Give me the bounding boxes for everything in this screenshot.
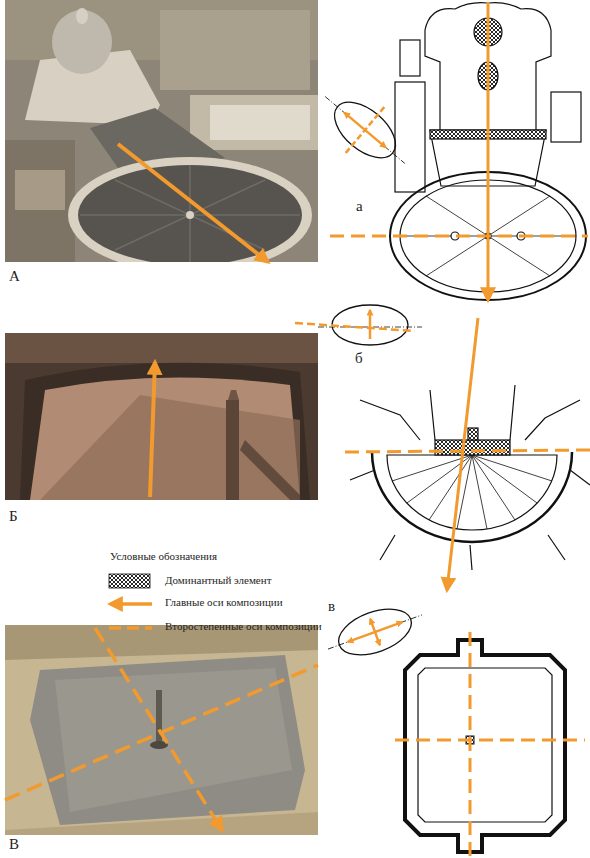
axis-ellipse-icon-part — [328, 615, 422, 649]
plan-campo-part — [372, 452, 572, 542]
photo-campo-part — [20, 363, 310, 500]
legend-title: Условные обозначения — [110, 550, 217, 563]
photo-campo-part — [226, 400, 239, 500]
photo-vendome-part — [5, 812, 318, 835]
secondary-axis-line — [345, 450, 590, 452]
photo-st-peters-part — [76, 8, 88, 24]
main-axis-arrow — [447, 318, 478, 590]
photo-campo-part — [5, 333, 318, 500]
axis-ellipse-icon-part — [369, 310, 372, 339]
photo-vendome-part — [55, 668, 292, 812]
photo-campo-part — [5, 333, 318, 363]
photo-vendome — [5, 625, 318, 835]
legend-text: Доминантный элемент — [165, 574, 271, 587]
legend-samples-part — [110, 602, 152, 606]
photo-st-peters-part — [210, 105, 310, 140]
plan-campo-part — [350, 385, 590, 570]
plan-campo-part — [435, 440, 510, 455]
photo-st-peters — [5, 0, 318, 262]
photo-st-peters-part — [80, 165, 300, 262]
plan-st-peters-part — [395, 82, 425, 192]
secondary-axis-line — [469, 632, 472, 856]
photo-campo-part — [240, 440, 305, 500]
photo-st-peters-part — [15, 170, 65, 210]
main-axis-arrow — [150, 362, 155, 497]
secondary-axis-line — [395, 739, 585, 742]
axis-ellipse-icon-part — [332, 600, 417, 664]
photo-campo-part — [228, 390, 239, 400]
plan-vendome — [405, 640, 565, 852]
axis-ellipse-icon-part — [295, 323, 415, 331]
axis-ellipse-icon-part — [346, 107, 385, 153]
secondary-axis-line — [330, 235, 588, 238]
plan-campo-part — [392, 455, 552, 529]
panel-letter: а — [356, 198, 363, 215]
plan-st-peters-part — [551, 92, 581, 142]
axis-ellipse-icon — [306, 74, 424, 187]
photo-campo-part — [40, 395, 300, 500]
plan-campo-part — [468, 428, 478, 440]
plan-st-peters-part — [400, 40, 420, 76]
main-axis-arrow — [118, 144, 268, 262]
plan-st-peters — [390, 3, 586, 300]
panel-letter: Б — [9, 508, 18, 525]
plan-vendome-part — [405, 640, 565, 852]
legend-samples — [109, 574, 152, 628]
photo-campo — [5, 333, 318, 500]
main-axis-arrow — [487, 2, 490, 300]
photo-vendome-part — [5, 625, 318, 835]
photo-campo-part — [30, 378, 300, 500]
photo-st-peters-part — [5, 140, 75, 262]
legend-text: Главные оси композиции — [165, 596, 283, 609]
axis-ellipse-icon — [295, 305, 422, 345]
axis-ellipse-icon-part — [325, 97, 405, 164]
photo-st-peters-part — [68, 157, 312, 262]
axis-ellipse-icon — [321, 596, 429, 668]
photo-st-peters-part — [160, 10, 310, 90]
photo-st-peters-part — [190, 95, 318, 150]
legend-samples-part — [109, 574, 150, 588]
panel-letter: в — [328, 598, 335, 615]
panel-letter: В — [9, 836, 19, 853]
photo-st-peters-part — [186, 211, 194, 219]
legend-samples-part — [109, 626, 152, 630]
secondary-axis-arrow — [95, 628, 222, 830]
plan-vendome-part — [418, 668, 552, 822]
axis-ellipse-icon-part — [325, 92, 406, 169]
axis-ellipse-icon-part — [370, 619, 380, 645]
plan-campo-part — [387, 455, 557, 530]
photo-st-peters-part — [78, 165, 302, 262]
panel-letter: б — [355, 350, 363, 367]
plan-campo — [350, 385, 590, 570]
legend-text: Второстепенные оси композиции — [165, 620, 322, 633]
photo-vendome-part — [30, 655, 305, 825]
panel-letter: А — [9, 268, 20, 285]
